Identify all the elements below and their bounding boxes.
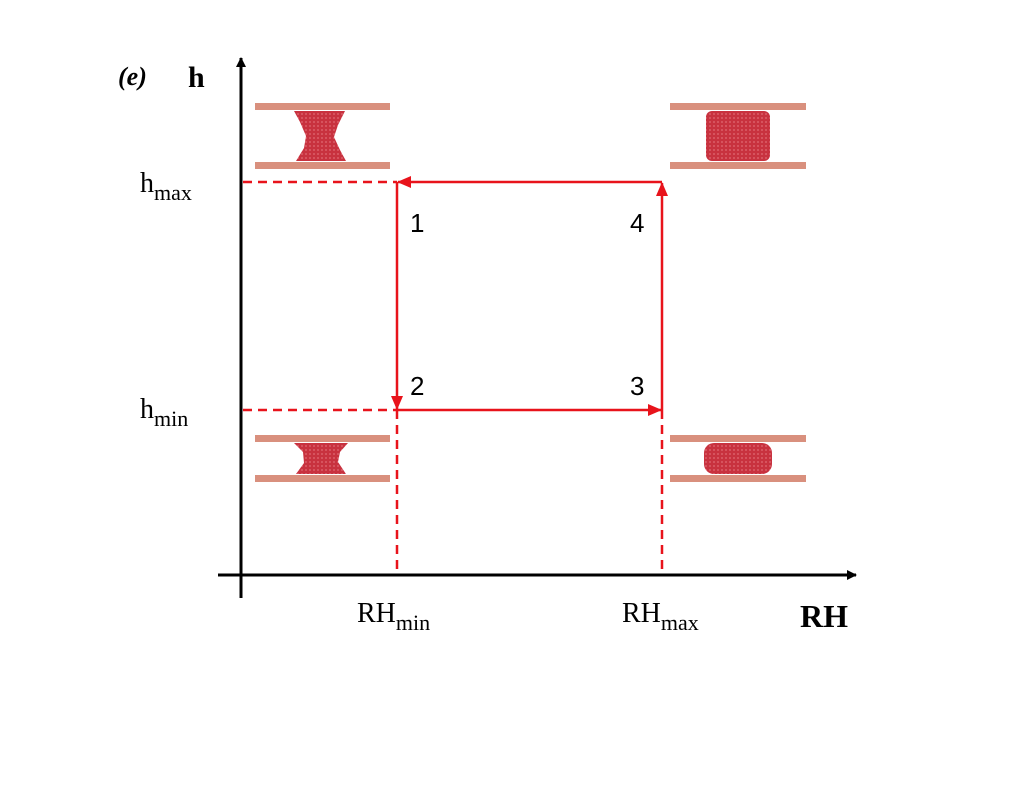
inset-hmin-rhmax [670,435,806,482]
tick-rhmax: RHmax [622,598,699,635]
step-4: 4 [630,208,644,238]
x-axis-label: RH [800,598,848,634]
cycle-path [391,176,668,416]
step-3: 3 [630,371,644,401]
step-2: 2 [410,371,424,401]
tick-hmin: hmin [140,394,188,431]
tick-hmax: hmax [140,168,192,205]
inset-hmax-rhmax [670,103,806,169]
tick-rhmin: RHmin [357,598,430,635]
y-axis-label: h [188,61,205,94]
panel-label: (e) [118,62,147,91]
guide-lines [243,180,664,573]
step-1: 1 [410,208,424,238]
inset-hmax-rhmin [255,103,390,169]
inset-hmin-rhmin [255,435,390,482]
